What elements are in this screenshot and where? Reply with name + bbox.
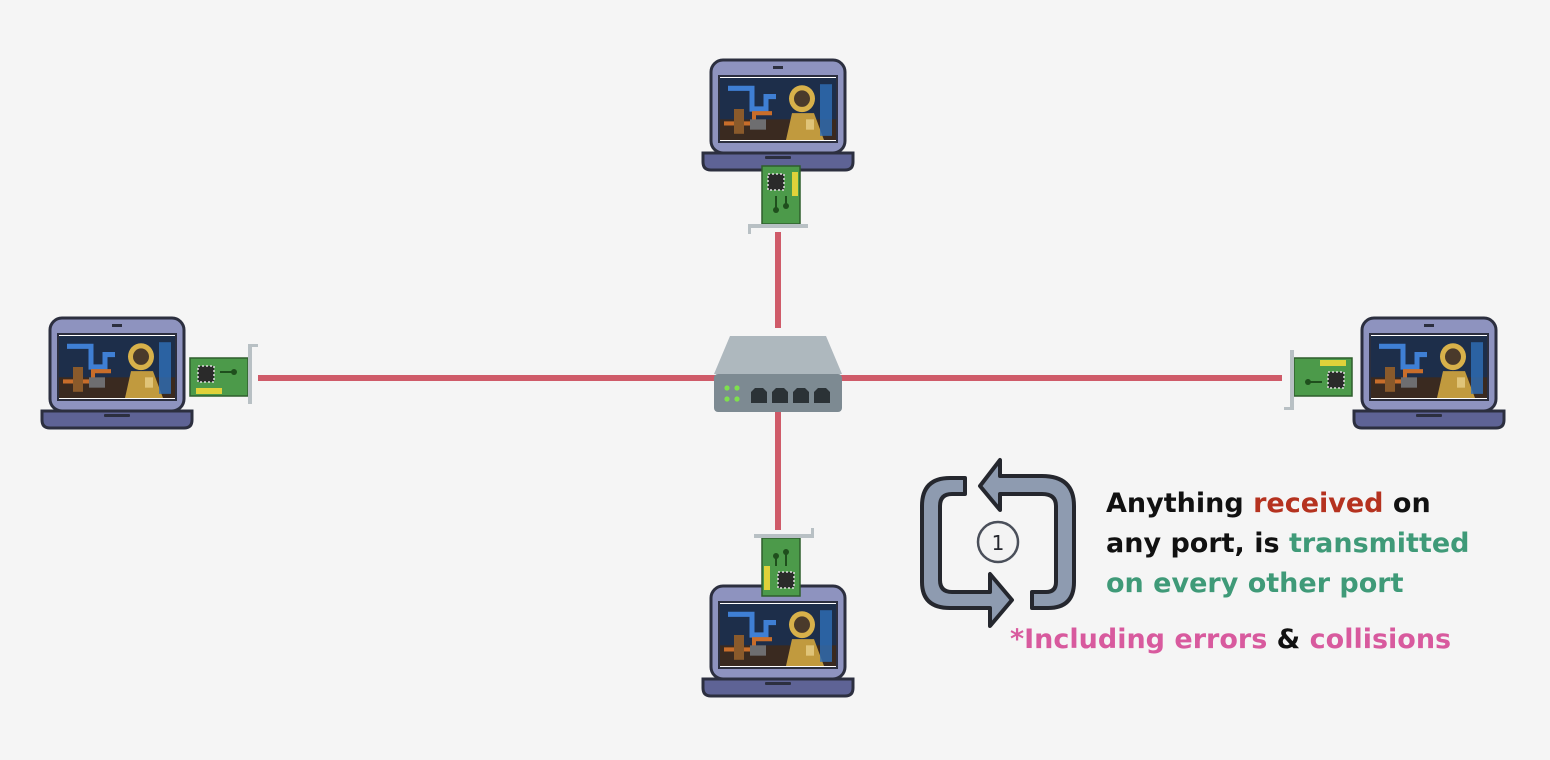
note-errors: *Including errors [1010, 624, 1268, 655]
cables [258, 232, 1282, 530]
nic-card-right-icon [1283, 349, 1353, 411]
laptop-bottom-icon [703, 586, 853, 696]
laptop-right-icon [1354, 318, 1504, 428]
hub-behavior-caption: Anything received on any port, is transm… [1106, 484, 1470, 604]
nic-card-left-icon [189, 343, 259, 405]
caption-line-2: any port, is transmitted [1106, 524, 1470, 564]
nic-card-top-icon [747, 165, 809, 235]
cycle-badge-number: 1 [992, 531, 1005, 555]
caption-text: Anything [1106, 488, 1254, 519]
caption-text: any port, is [1106, 528, 1289, 559]
hub-icon [714, 336, 842, 412]
caption-text: on [1383, 488, 1431, 519]
laptop-top-icon [703, 60, 853, 170]
transmitted-phrase: on every other port [1106, 568, 1404, 599]
errors-collisions-note: *Including errors & collisions [1010, 620, 1451, 660]
received-word: received [1253, 488, 1384, 519]
repeat-arrows-icon: 1 [920, 458, 1076, 628]
note-amp: & [1267, 624, 1310, 655]
transmitted-word: transmitted [1288, 528, 1470, 559]
laptop-left-icon [42, 318, 192, 428]
caption-line-1: Anything received on [1106, 484, 1470, 524]
note-collisions: collisions [1309, 624, 1452, 655]
caption-line-3: on every other port [1106, 564, 1470, 604]
